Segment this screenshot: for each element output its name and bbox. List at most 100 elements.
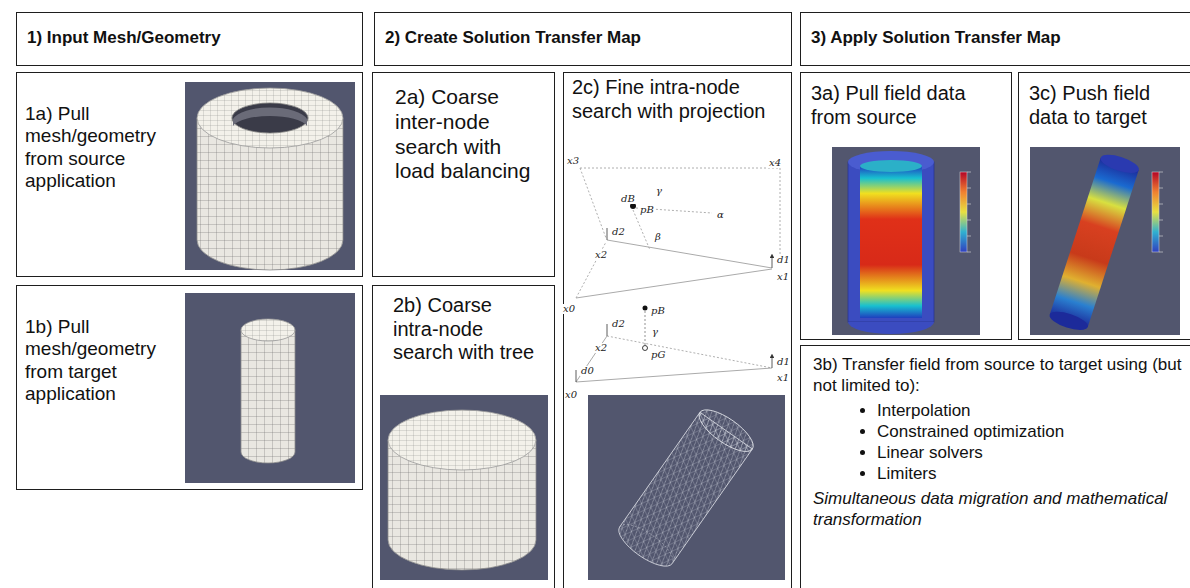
label-anchor: x0 [564, 384, 578, 402]
math-label: pB [639, 205, 655, 215]
bullet-list: InterpolationConstrained optimizationLin… [813, 400, 1182, 485]
math-label: d2 [611, 227, 626, 237]
math-label: d1 [776, 255, 791, 265]
note-text: Simultaneous data migration and mathemat… [813, 488, 1182, 531]
step-label: 2a) Coarse inter-node search with load b… [395, 85, 545, 184]
dotted-edge [576, 168, 780, 298]
wireframe-edge [620, 517, 679, 564]
math-label: x4 [768, 158, 782, 168]
color-bar [960, 172, 967, 252]
math-label: x2 [594, 343, 608, 353]
direction-arrow [576, 324, 772, 382]
inner-wall [233, 107, 307, 126]
cylinder-top [1099, 151, 1141, 177]
projection-sketch [576, 168, 780, 382]
render-background [185, 293, 355, 483]
label-anchor: d2 [611, 313, 626, 331]
label-anchor: dB [620, 188, 636, 206]
render-background [588, 395, 785, 580]
bullet-item: Interpolation [877, 400, 1182, 421]
label-anchor: pB [650, 300, 666, 318]
target-mesh-image [185, 293, 355, 483]
label-anchor: γ [651, 321, 659, 339]
tree-search-image [380, 395, 548, 580]
math-label: pB [650, 306, 666, 316]
render-background [1030, 147, 1180, 335]
source-field-image [832, 147, 980, 335]
math-label: d0 [580, 366, 595, 376]
math-label: x1 [776, 272, 790, 282]
point-marker [643, 306, 648, 311]
field-cylinder [1050, 158, 1139, 327]
step-label: 2b) Coarse intra-node search with tree [393, 294, 543, 365]
label-anchor: d2 [611, 221, 626, 239]
math-label: pG [650, 350, 666, 360]
math-label: x1 [776, 373, 790, 383]
step-label: 3b) Transfer field from source to target… [813, 354, 1182, 397]
section-header: 1) Input Mesh/Geometry [27, 28, 357, 48]
header-box: 1) Input Mesh/Geometry [16, 12, 363, 66]
math-label: x3 [566, 156, 580, 166]
label-anchor: x4 [768, 152, 782, 170]
cylinder-side [241, 330, 295, 463]
step-box: 1b) Pull mesh/geometry from target appli… [16, 285, 363, 490]
projection-line [645, 311, 646, 345]
step-box: 1a) Pull mesh/geometry from source appli… [16, 72, 363, 277]
step-label: 3a) Pull field data from source [811, 82, 1006, 129]
label-anchor: α [716, 204, 725, 222]
math-label: d1 [776, 357, 791, 367]
direction-arrow [607, 228, 772, 268]
cylinder-bottom [1048, 308, 1090, 334]
label-anchor: x2 [594, 337, 608, 355]
label-anchor: d1 [776, 249, 791, 267]
pipe-bottom [848, 322, 934, 334]
bullet-item: Linear solvers [877, 442, 1182, 463]
color-bar [1152, 172, 1159, 252]
math-label: x0 [562, 304, 576, 314]
header-box: 2) Create Solution Transfer Map [374, 12, 792, 66]
wireframe-top [693, 402, 759, 458]
math-label: γ [655, 186, 663, 196]
target-field-image [1030, 147, 1180, 335]
step-box: 3a) Pull field data from source [800, 72, 1012, 340]
step-label: 2c) Fine intra-node search with projecti… [572, 76, 786, 123]
cylinder-hole [232, 103, 308, 133]
math-label: d2 [611, 319, 626, 329]
fine-search-image [588, 395, 785, 580]
math-label: dB [620, 194, 636, 204]
color-bar-ticks [967, 172, 971, 252]
bullet-item: Constrained optimization [877, 421, 1182, 442]
pipe-wall [848, 162, 934, 322]
label-anchor: x1 [776, 367, 790, 385]
header-box: 3) Apply Solution Transfer Map [800, 12, 1190, 66]
step-box: 2a) Coarse inter-node search with load b… [372, 72, 555, 277]
math-label: α [716, 210, 725, 220]
label-anchor: β [654, 226, 662, 244]
cylinder-top [241, 319, 295, 341]
step-box: 3c) Push field data to target [1018, 72, 1190, 340]
cylinder-top [197, 88, 343, 148]
step-label: 1a) Pull mesh/geometry from source appli… [25, 103, 183, 193]
label-anchor: d0 [580, 360, 595, 378]
label-anchor: d1 [776, 351, 791, 369]
step-label: 3c) Push field data to target [1029, 82, 1187, 129]
math-label: x0 [564, 390, 578, 400]
step-label: 1b) Pull mesh/geometry from target appli… [25, 316, 183, 406]
note-box: 3b) Transfer field from source to target… [800, 345, 1190, 588]
math-label: β [654, 232, 662, 242]
element-edge [576, 336, 772, 382]
label-anchor: x1 [776, 266, 790, 284]
step-box: 2b) Coarse intra-node search with tree [372, 285, 555, 588]
field-top [860, 160, 922, 172]
section-header: 2) Create Solution Transfer Map [385, 28, 785, 48]
math-label: γ [651, 327, 659, 337]
step-box: 2c) Fine intra-node search with projecti… [563, 72, 792, 588]
label-anchor: γ [655, 180, 663, 198]
bullet-item: Limiters [877, 463, 1182, 484]
color-bar-ticks [1159, 172, 1163, 252]
note-body: 3b) Transfer field from source to target… [801, 346, 1190, 530]
label-anchor: pB [639, 199, 655, 217]
field-surface [860, 166, 922, 318]
label-anchor: x2 [594, 244, 608, 262]
